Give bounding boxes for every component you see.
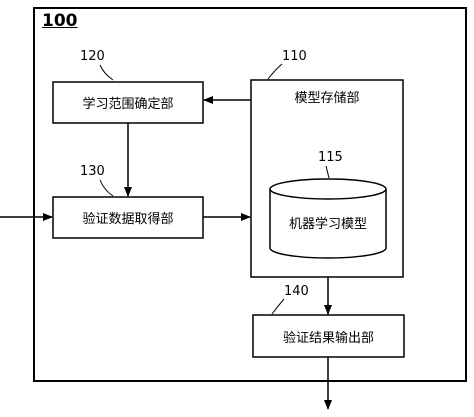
ml-model-cylinder (269, 178, 387, 259)
leader-110 (267, 63, 283, 80)
learning-range-label: 学习范围确定部 (82, 97, 174, 112)
leader-130 (99, 179, 114, 197)
ml-model-label: 机器学习模型 (288, 216, 367, 232)
result-output-label: 验证结果输出部 (282, 330, 374, 346)
leader-115 (325, 165, 330, 179)
leader-120 (99, 64, 114, 81)
verification-data-ref: 130 (80, 164, 105, 179)
result-output-block (252, 314, 405, 358)
result-output-ref: 140 (284, 284, 309, 299)
system-id-label: 100 (42, 11, 78, 31)
leader-140 (271, 298, 285, 315)
ml-model-ref: 115 (318, 150, 343, 165)
verification-data-label: 验证数据取得部 (82, 212, 174, 227)
verification-data-block (52, 196, 204, 239)
learning-range-ref: 120 (80, 49, 105, 64)
system-frame (33, 7, 467, 382)
model-storage-ref: 110 (282, 49, 307, 64)
model-storage-label: 模型存储部 (294, 90, 360, 106)
